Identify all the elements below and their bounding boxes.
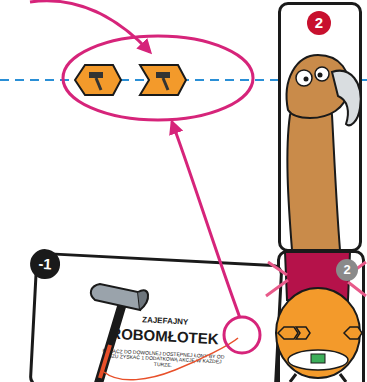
item-card: -1ZAJEFAJNYROBOMŁOTEKPOŁĄCZ DO DOWOLNEJ …: [29, 252, 284, 382]
callout-number: 2: [307, 11, 331, 35]
zoom-ellipse: [63, 36, 253, 120]
connector-icon: [140, 65, 186, 95]
callout-arrow: [30, 1, 150, 52]
head-card: 2: [278, 2, 362, 252]
body-card: 2: [277, 250, 365, 382]
callout-number: 2: [336, 259, 358, 281]
connector-icon: [75, 65, 121, 95]
card-title: ROBOMŁOTEK: [79, 324, 250, 349]
cost-badge: -1: [29, 248, 61, 280]
card-rules: POŁĄCZ DO DOWOLNEJ DOSTĘPNEJ ŁONY BY OD …: [98, 348, 229, 371]
